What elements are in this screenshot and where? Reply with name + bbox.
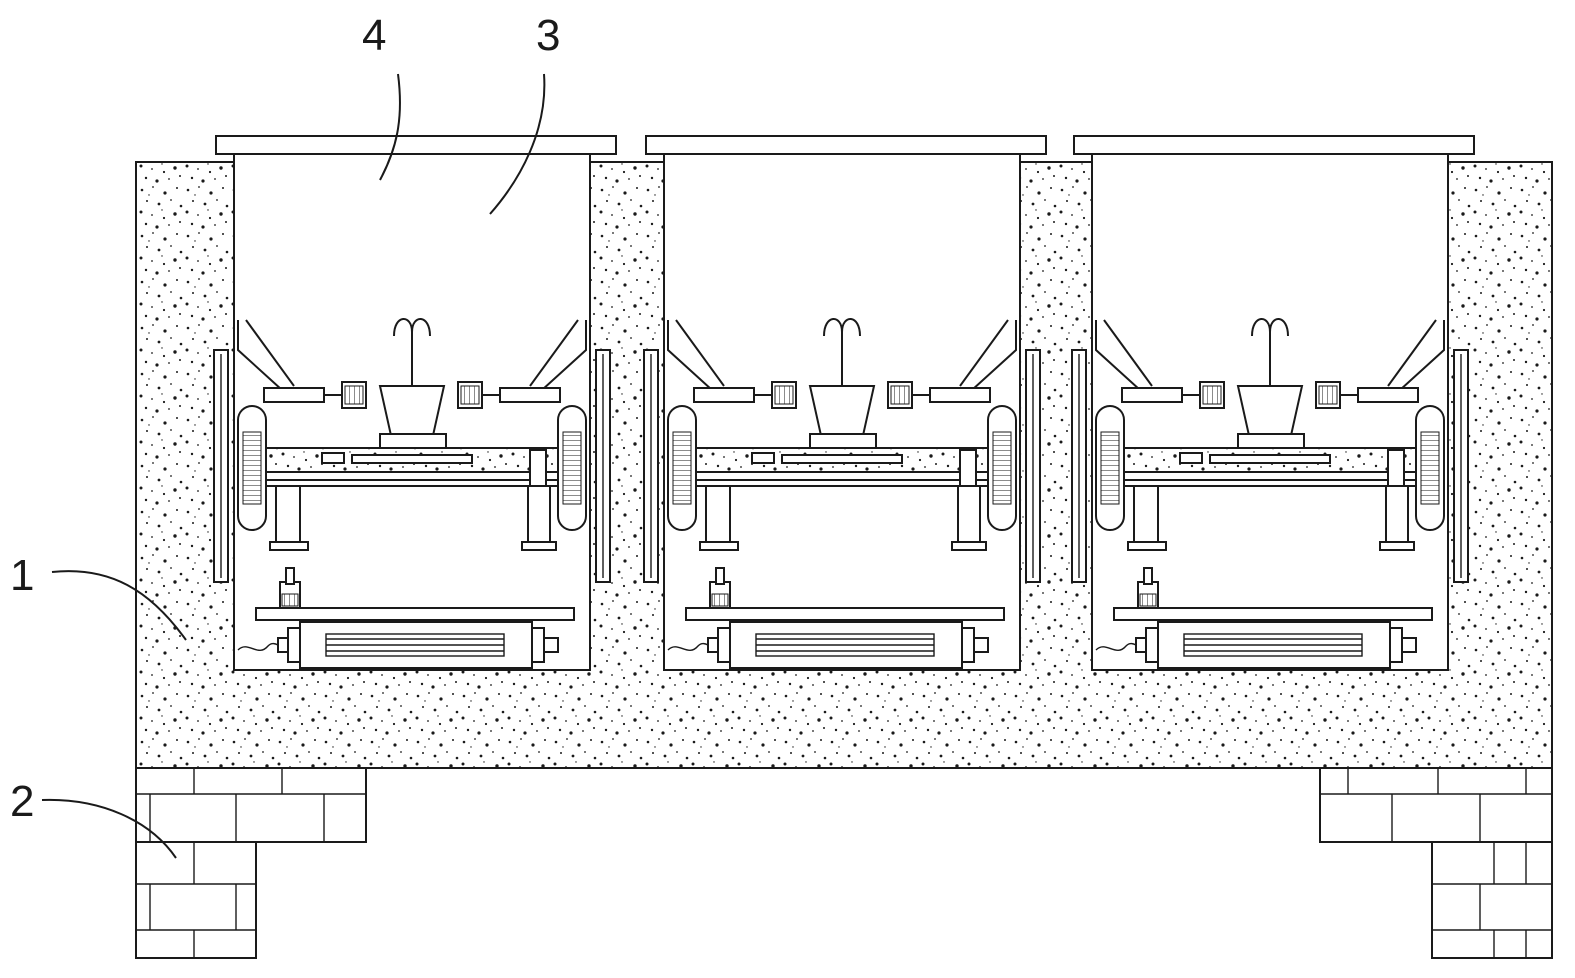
callout-1: 1 bbox=[10, 551, 34, 600]
cell-3 bbox=[1071, 135, 1475, 671]
brick-support-left bbox=[135, 767, 367, 959]
callout-4: 4 bbox=[362, 11, 386, 60]
brick-support-right bbox=[1319, 767, 1553, 959]
cell-1 bbox=[213, 135, 617, 671]
leader-line-2 bbox=[41, 798, 177, 859]
leader-line-1 bbox=[51, 570, 187, 641]
leader-line-3 bbox=[489, 73, 546, 215]
callout-3: 3 bbox=[536, 11, 560, 60]
leader-line-4 bbox=[379, 73, 401, 181]
callout-2: 2 bbox=[10, 777, 34, 826]
cell-2 bbox=[643, 135, 1047, 671]
